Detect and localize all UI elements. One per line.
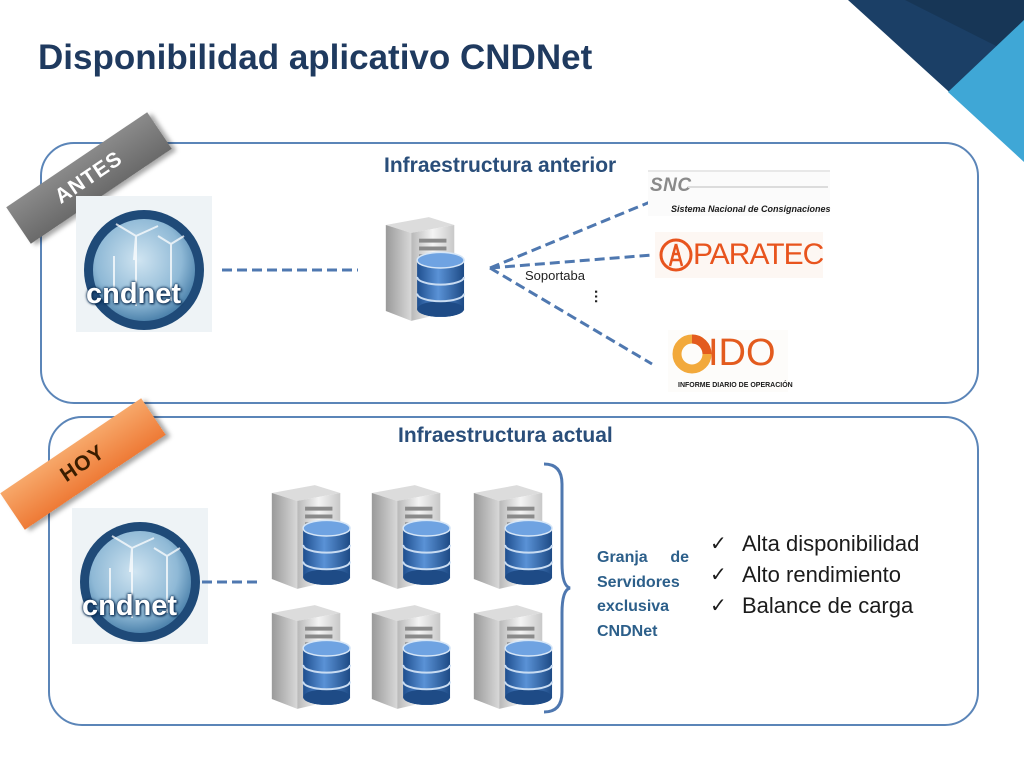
- cndnet-logo-before: cndnet: [75, 195, 213, 333]
- before-connectors: [222, 200, 653, 366]
- ido-logo: IDO INFORME DIARIO DE OPERACIÓN: [668, 330, 793, 392]
- server-database-icon: [370, 484, 452, 590]
- benefit-label: Alto rendimiento: [742, 561, 901, 587]
- benefit-item: ✓ Alta disponibilidad: [710, 528, 919, 559]
- benefit-item: ✓ Balance de carga: [710, 590, 919, 621]
- benefit-item: ✓ Alto rendimiento: [710, 559, 919, 590]
- server-database-icon: [270, 484, 352, 590]
- benefits-list: ✓ Alta disponibilidad ✓ Alto rendimiento…: [710, 528, 919, 621]
- farm-label-line: exclusiva: [597, 598, 670, 615]
- server-database-icon: [370, 604, 452, 710]
- farm-label-line: Servidores: [597, 573, 680, 591]
- snc-title: SNC: [650, 175, 692, 196]
- cndnet-logo-icon: [71, 507, 209, 645]
- cndnet-logo-now: cndnet: [71, 507, 209, 645]
- server-database-icon: [384, 216, 466, 322]
- ido-text: IDO: [708, 332, 776, 374]
- paratec-text: PARATEC: [693, 238, 824, 271]
- server-database-icon: [270, 604, 352, 710]
- check-icon: ✓: [710, 533, 727, 555]
- server-farm-bracket: [543, 462, 571, 714]
- soportaba-label: Soportaba: [525, 268, 585, 283]
- server-farm-label: Granja de Servidores exclusiva CNDNet: [597, 546, 689, 644]
- check-icon: ✓: [710, 595, 727, 617]
- paratec-tower-icon: [659, 238, 693, 272]
- now-connector: [202, 580, 262, 584]
- farm-label-line: Granja de: [597, 549, 689, 566]
- server-database-icon: [472, 604, 554, 710]
- snc-subtitle: Sistema Nacional de Consignaciones: [671, 204, 831, 214]
- cndnet-logo-text-before: cndnet: [86, 278, 182, 310]
- before-heading: Infraestructura anterior: [384, 154, 617, 177]
- cndnet-logo-icon: [75, 195, 213, 333]
- check-icon: ✓: [710, 564, 727, 586]
- corner-decoration: [848, 0, 1024, 162]
- ido-sun-icon: [672, 334, 712, 374]
- benefit-label: Alta disponibilidad: [742, 530, 920, 556]
- server-database-icon: [472, 484, 554, 590]
- farm-label-line: CNDNet: [597, 622, 658, 640]
- benefit-label: Balance de carga: [742, 592, 914, 618]
- snc-logo: SNC Sistema Nacional de Consignaciones: [648, 170, 831, 216]
- cndnet-logo-text-now: cndnet: [82, 590, 178, 622]
- now-heading: Infraestructura actual: [398, 424, 613, 447]
- ido-subtitle: INFORME DIARIO DE OPERACIÓN: [678, 382, 793, 389]
- slide-title: Disponibilidad aplicativo CNDNet: [38, 38, 593, 77]
- paratec-logo: PARATEC: [655, 232, 824, 278]
- more-apps-ellipsis: …: [591, 289, 608, 304]
